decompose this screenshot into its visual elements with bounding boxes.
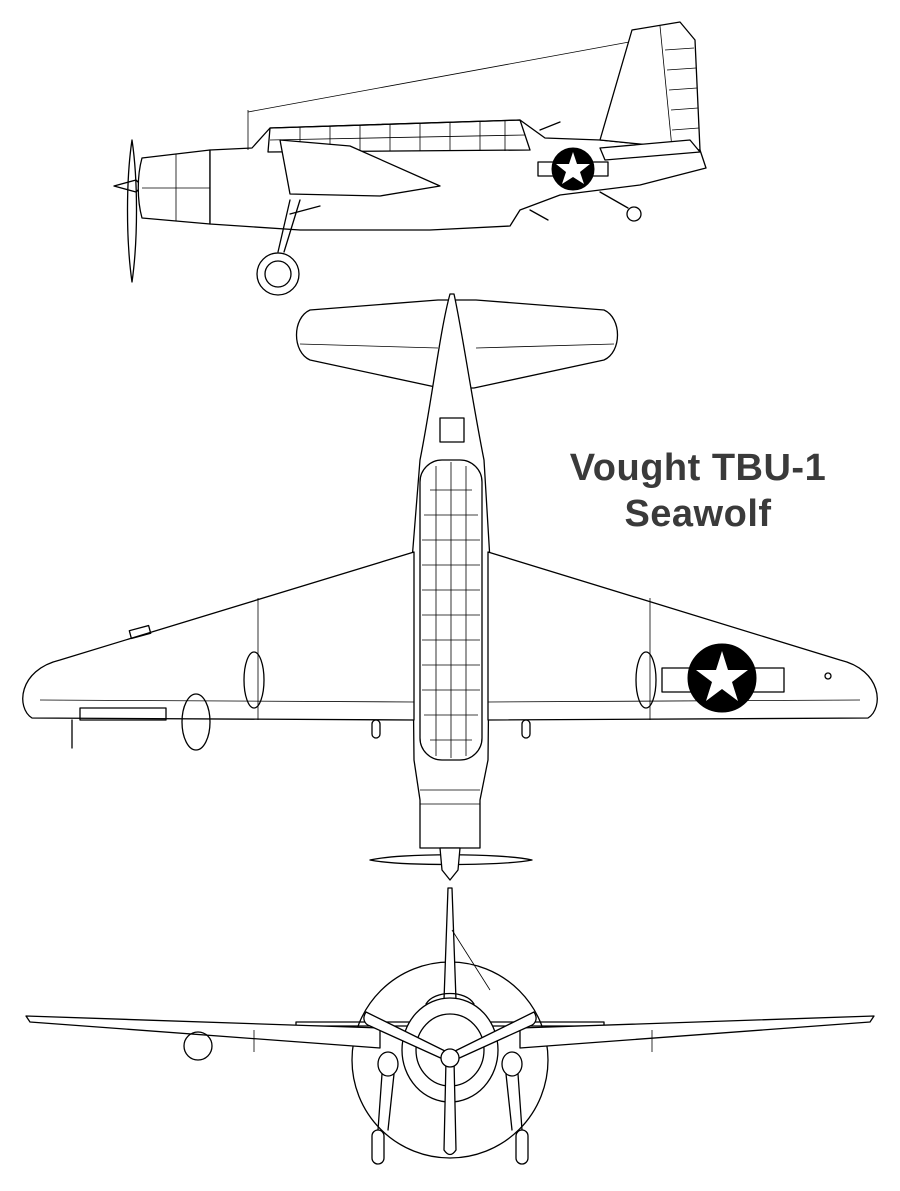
front-spinner bbox=[440, 1048, 460, 1068]
plan-elevator-right bbox=[475, 343, 615, 349]
front-left-wheel-fairing bbox=[183, 1031, 213, 1061]
aircraft-subtitle: Seawolf bbox=[624, 493, 772, 535]
plan-left-wing-bulge bbox=[243, 651, 265, 709]
side-cowling bbox=[137, 149, 211, 225]
front-blade-down bbox=[443, 1059, 457, 1156]
side-insignia bbox=[537, 147, 609, 191]
plan-elevator-left bbox=[299, 343, 439, 349]
side-canopy bbox=[267, 119, 531, 153]
front-aerial bbox=[451, 929, 491, 991]
side-rear-gun bbox=[539, 121, 561, 131]
front-blade-up-right bbox=[452, 1011, 537, 1061]
plan-right-wing bbox=[487, 551, 878, 721]
side-propeller-blade bbox=[126, 139, 138, 283]
front-canopy bbox=[425, 992, 475, 1005]
side-stabilizer bbox=[599, 139, 701, 161]
side-aerial-wire bbox=[247, 39, 641, 113]
side-tail-fin bbox=[599, 21, 701, 151]
plan-insignia bbox=[661, 643, 785, 713]
side-belly-antenna bbox=[529, 209, 549, 221]
plan-left-flap-line bbox=[39, 699, 415, 703]
plan-right-wing-bulge bbox=[635, 651, 657, 709]
front-left-gear bbox=[371, 1051, 399, 1165]
plan-propeller bbox=[369, 854, 533, 866]
aircraft-title: Vought TBU-1 bbox=[569, 447, 827, 489]
front-right-wing bbox=[519, 1015, 875, 1049]
plan-right-flap-line bbox=[487, 699, 861, 703]
plan-hatch bbox=[439, 417, 465, 443]
plan-spinner bbox=[439, 847, 461, 881]
front-tail-fin bbox=[443, 887, 457, 1001]
side-tail-wheel bbox=[599, 191, 642, 222]
side-wing-root bbox=[279, 139, 441, 197]
plan-left-aileron bbox=[79, 707, 167, 721]
plan-view bbox=[22, 293, 878, 881]
front-blade-up-left bbox=[363, 1011, 448, 1061]
side-view bbox=[113, 21, 707, 296]
plan-canopy-grid bbox=[419, 459, 483, 761]
plan-left-wheel-fairing bbox=[181, 693, 211, 751]
side-main-gear bbox=[256, 199, 321, 296]
plan-left-wing bbox=[22, 551, 415, 721]
front-right-gear bbox=[501, 1051, 529, 1165]
front-left-wing bbox=[25, 1015, 381, 1049]
side-rudder-hinge bbox=[659, 25, 673, 149]
front-view bbox=[25, 887, 875, 1165]
